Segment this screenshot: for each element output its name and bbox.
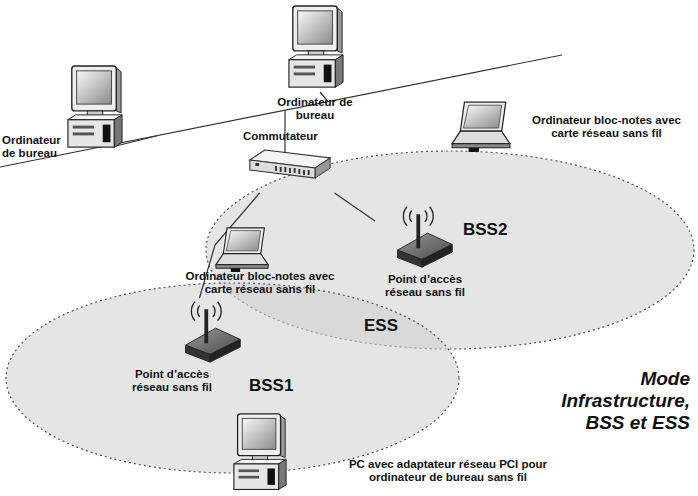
device-icon: [250, 150, 330, 178]
network-cable: [335, 193, 375, 221]
backbone-cable: [0, 55, 562, 167]
desktop-computer: Ordinateur de bureau: [268, 0, 360, 128]
access-point: Point d’accès réseau sans fil: [122, 298, 247, 400]
bss-label: BSS1: [249, 376, 309, 395]
device-label: Commutateur: [243, 130, 333, 143]
device-label: PC avec adaptateur réseau PCI pour ordin…: [330, 458, 566, 484]
device-icon: [178, 298, 244, 364]
device-icon: [186, 302, 241, 362]
device-icon: [287, 4, 345, 92]
bss-coverage-ellipse: [6, 283, 459, 473]
device-label: Point d’accès réseau sans fil: [122, 368, 222, 394]
device-label: Ordinateur bloc-notes avec carte réseau …: [518, 114, 695, 140]
device-label: Ordinateur de bureau: [2, 134, 76, 160]
device-icon: [248, 148, 332, 188]
laptop-computer: Ordinateur bloc-notes avec carte réseau …: [445, 98, 695, 164]
device-icon: [66, 64, 124, 152]
device-icon: [214, 226, 270, 272]
desktop-computer: Ordinateur de bureau: [0, 60, 132, 168]
bss-area: BSS1 Point d’accès réseau sans fil: [5, 282, 460, 474]
device-icon: [390, 203, 456, 269]
access-point: Point d’accès réseau sans fil: [375, 203, 475, 308]
bss-label: BSS2: [463, 220, 523, 239]
ess-label: ESS: [364, 316, 424, 335]
device-icon: [68, 66, 122, 147]
network-switch: Commutateur: [240, 128, 335, 193]
device-icon: [234, 414, 286, 490]
device-icon: [232, 412, 288, 494]
bss-coverage-outline: [5, 282, 460, 474]
network-cable: [199, 193, 259, 298]
device-label: Ordinateur bloc-notes avec carte réseau …: [172, 270, 348, 296]
device-icon: [398, 207, 453, 267]
laptop-computer: Ordinateur bloc-notes avec carte réseau …: [172, 224, 348, 300]
device-label: Ordinateur de bureau: [274, 96, 356, 122]
device-icon: [216, 228, 268, 272]
device-icon: [452, 102, 510, 152]
desktop-pc-wireless: PC avec adaptateur réseau PCI pour ordin…: [228, 410, 568, 494]
device-icon: [289, 6, 343, 87]
device-icon: [450, 100, 512, 152]
device-label: Point d’accès réseau sans fil: [375, 273, 475, 299]
diagram-caption: Mode Infrastructure, BSS et ESS: [538, 368, 690, 434]
